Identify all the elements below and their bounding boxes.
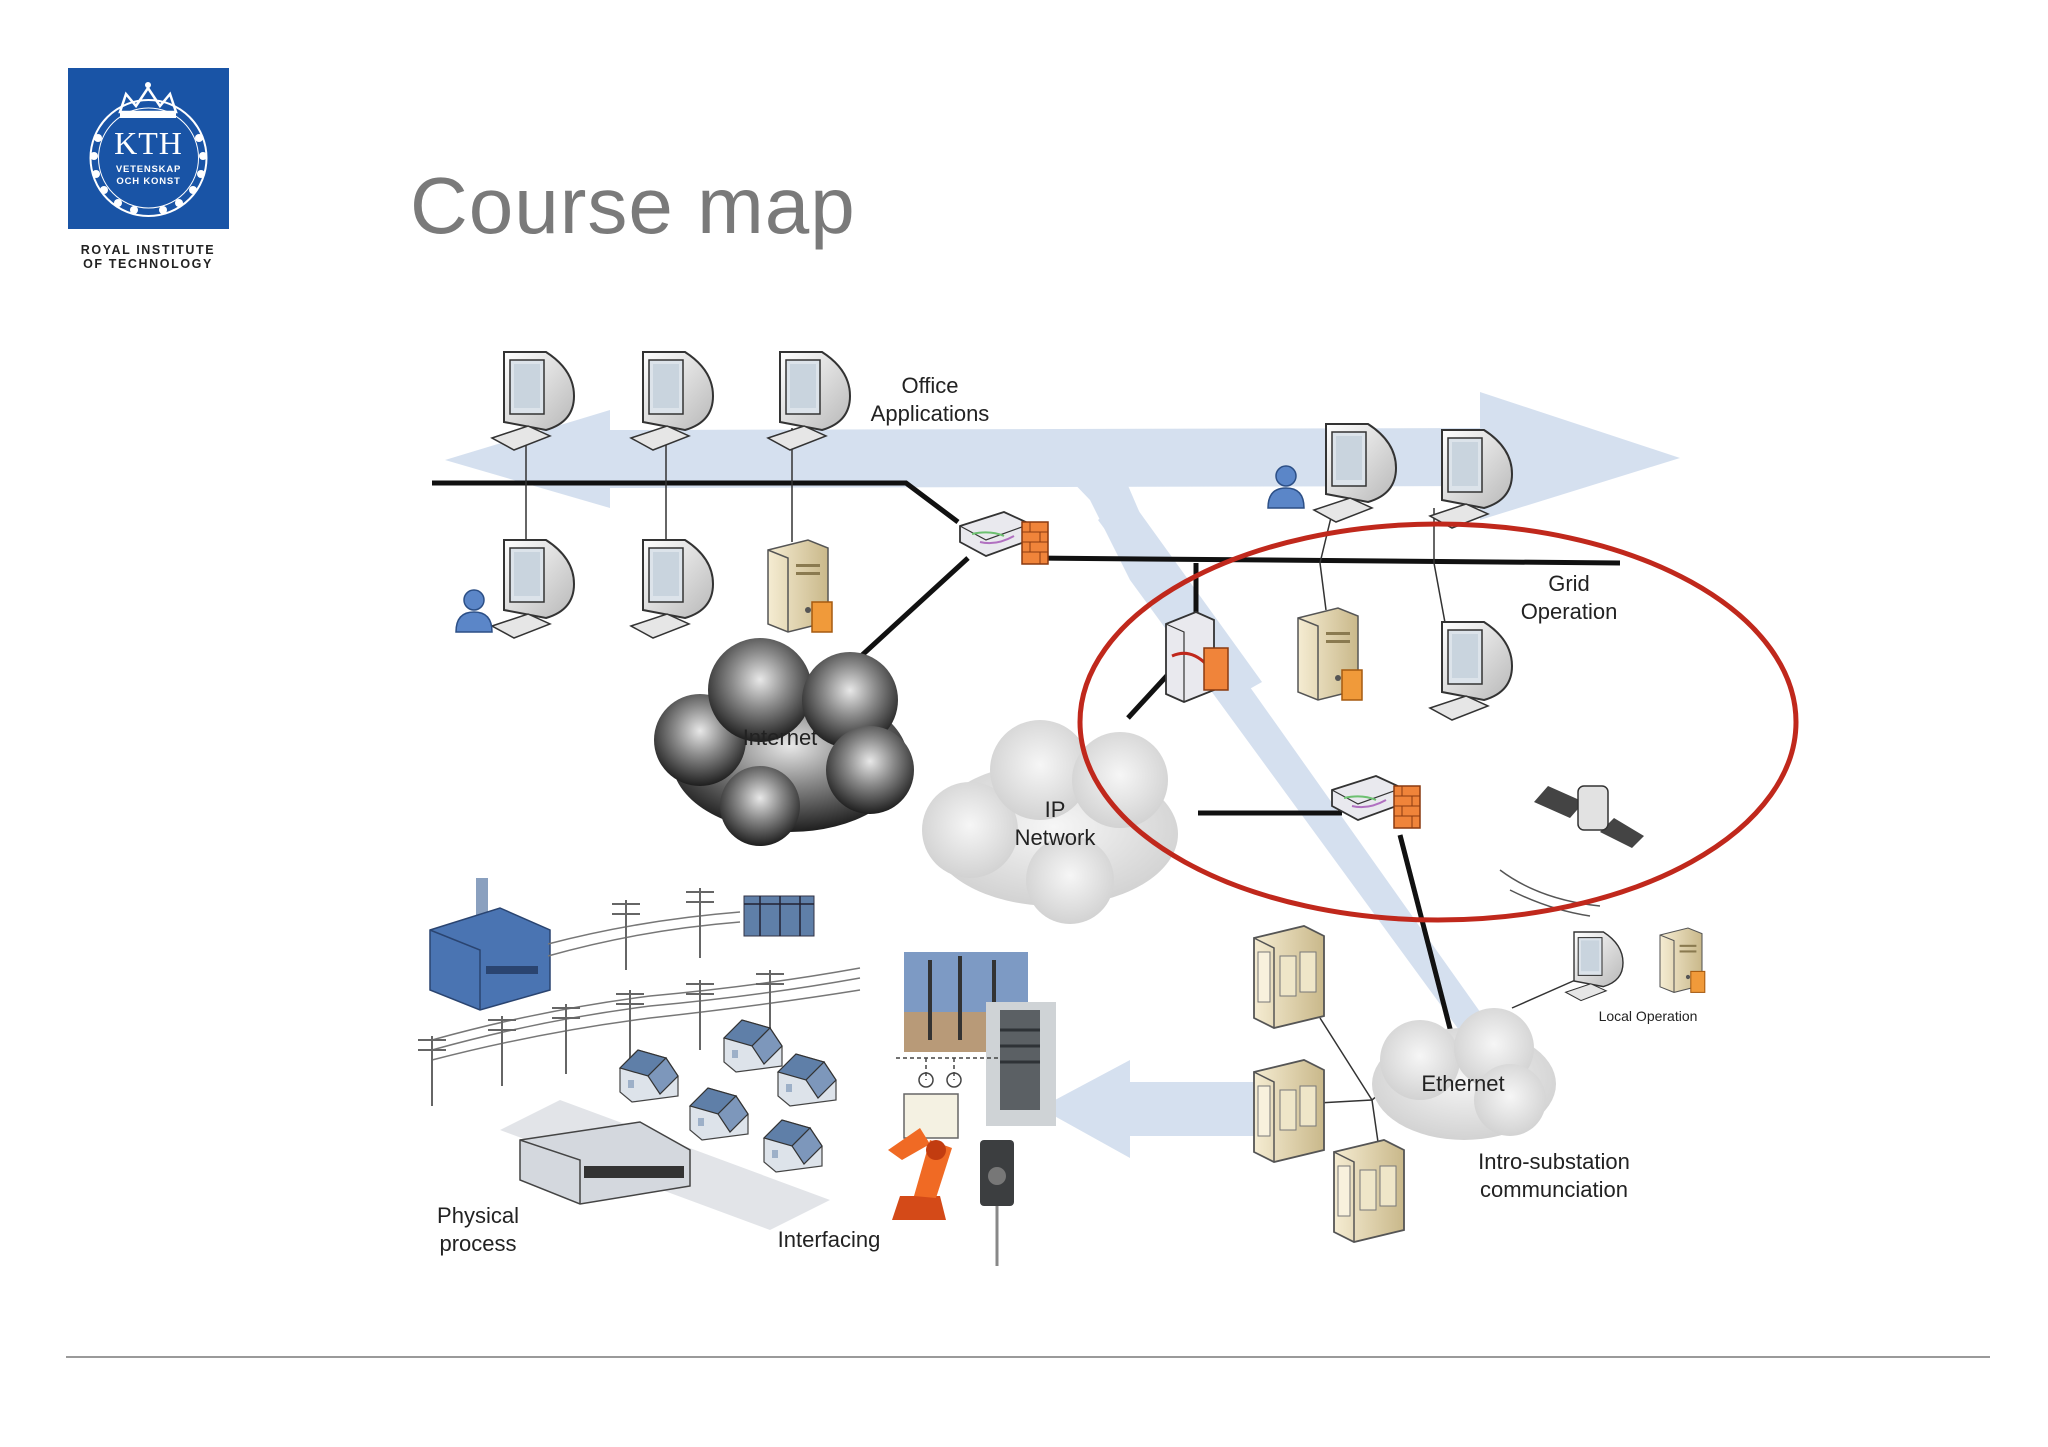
local-operation-label: Local Operation (1598, 1008, 1698, 1024)
physical-process-line-1: Physical (437, 1203, 519, 1228)
physical-process-line-2: process (439, 1231, 517, 1256)
ip-network-line-1: IP (1044, 797, 1066, 822)
satellite-icon (1499, 785, 1644, 917)
kth-motto-2: OCH KONST (116, 176, 181, 187)
internet-cloud-icon (654, 638, 914, 846)
office-applications-line-2: Applications (870, 401, 990, 426)
office-applications-label: Office Applications (858, 372, 1002, 428)
kth-motto-1: VETENSKAP (115, 164, 182, 175)
transmission-tower-icon-8 (685, 887, 715, 959)
relay-device-icon (896, 1057, 1000, 1139)
ip-network-line-2: Network (1014, 825, 1096, 850)
house-icon-1 (619, 1049, 679, 1103)
house-icon-2 (723, 1019, 783, 1073)
transmission-tower-icon-2 (487, 1015, 517, 1087)
office-workstation-5 (630, 539, 714, 639)
grid-server-icon (1297, 607, 1363, 701)
office-workstation-4 (491, 539, 575, 639)
substation-icon (743, 895, 815, 937)
ip-network-label: IP Network (1000, 796, 1110, 852)
voltage-transformer-icon (986, 1002, 1056, 1126)
crown-emblem-icon (89, 82, 208, 217)
grid-operation-highlight (1077, 521, 1799, 923)
ethernet-label: Ethernet (1421, 1071, 1505, 1096)
grid-firewall-icon (1165, 611, 1229, 703)
kth-logo (68, 68, 229, 229)
office-server-icon (767, 539, 833, 633)
power-lines (431, 911, 861, 1061)
footer-divider (66, 1356, 1990, 1358)
cabinet-server-icon-1 (1253, 925, 1325, 1029)
ip-firewall-router-icon (1331, 775, 1421, 829)
logo-caption: ROYAL INSTITUTE OF TECHNOLOGY (58, 243, 238, 271)
logo-caption-line-1: ROYAL INSTITUTE (80, 243, 216, 257)
physical-process-label: Physical process (422, 1202, 534, 1258)
transmission-tower-icon-1 (417, 1035, 447, 1107)
ethernet-cloud-icon (1372, 1008, 1556, 1140)
ip-network-cloud-icon (922, 720, 1178, 924)
house-icon-5 (763, 1119, 823, 1173)
house-icon-4 (689, 1087, 749, 1141)
cabinet-server-icon-3 (1333, 1139, 1405, 1243)
intro-substation-line-2: communciation (1480, 1177, 1628, 1202)
office-user-icon (455, 589, 493, 633)
kth-wordmark: KTH (114, 125, 183, 161)
intro-substation-line-1: Intro-substation (1478, 1149, 1630, 1174)
cabinet-server-icon-2 (1253, 1059, 1325, 1163)
local-operation-workstation-icon (1564, 931, 1624, 1002)
intro-substation-label: Intro-substation communciation (1464, 1148, 1644, 1204)
power-plant-icon (429, 878, 551, 1011)
grid-operation-line-2: Operation (1520, 599, 1618, 624)
logo-caption-line-2: OF TECHNOLOGY (83, 257, 213, 271)
sensor-icon (980, 1140, 1014, 1266)
internet-label: Internet (742, 725, 818, 750)
local-operation-server-icon (1659, 927, 1706, 993)
industrial-robot-icon (888, 1128, 952, 1220)
transmission-tower-icon-3 (551, 1003, 581, 1075)
page-title: Course map (410, 161, 856, 250)
grid-workstation-1 (1313, 423, 1397, 523)
house-icon-3 (777, 1053, 837, 1107)
road-and-building-icon (500, 1100, 830, 1230)
office-applications-line-1: Office (901, 373, 959, 398)
interfacing-label: Interfacing (777, 1227, 881, 1252)
grid-operation-label: Grid Operation (1506, 570, 1632, 626)
office-firewall-router-icon (959, 511, 1049, 565)
grid-operation-line-1: Grid (1548, 571, 1590, 596)
grid-workstation-3 (1429, 621, 1513, 721)
